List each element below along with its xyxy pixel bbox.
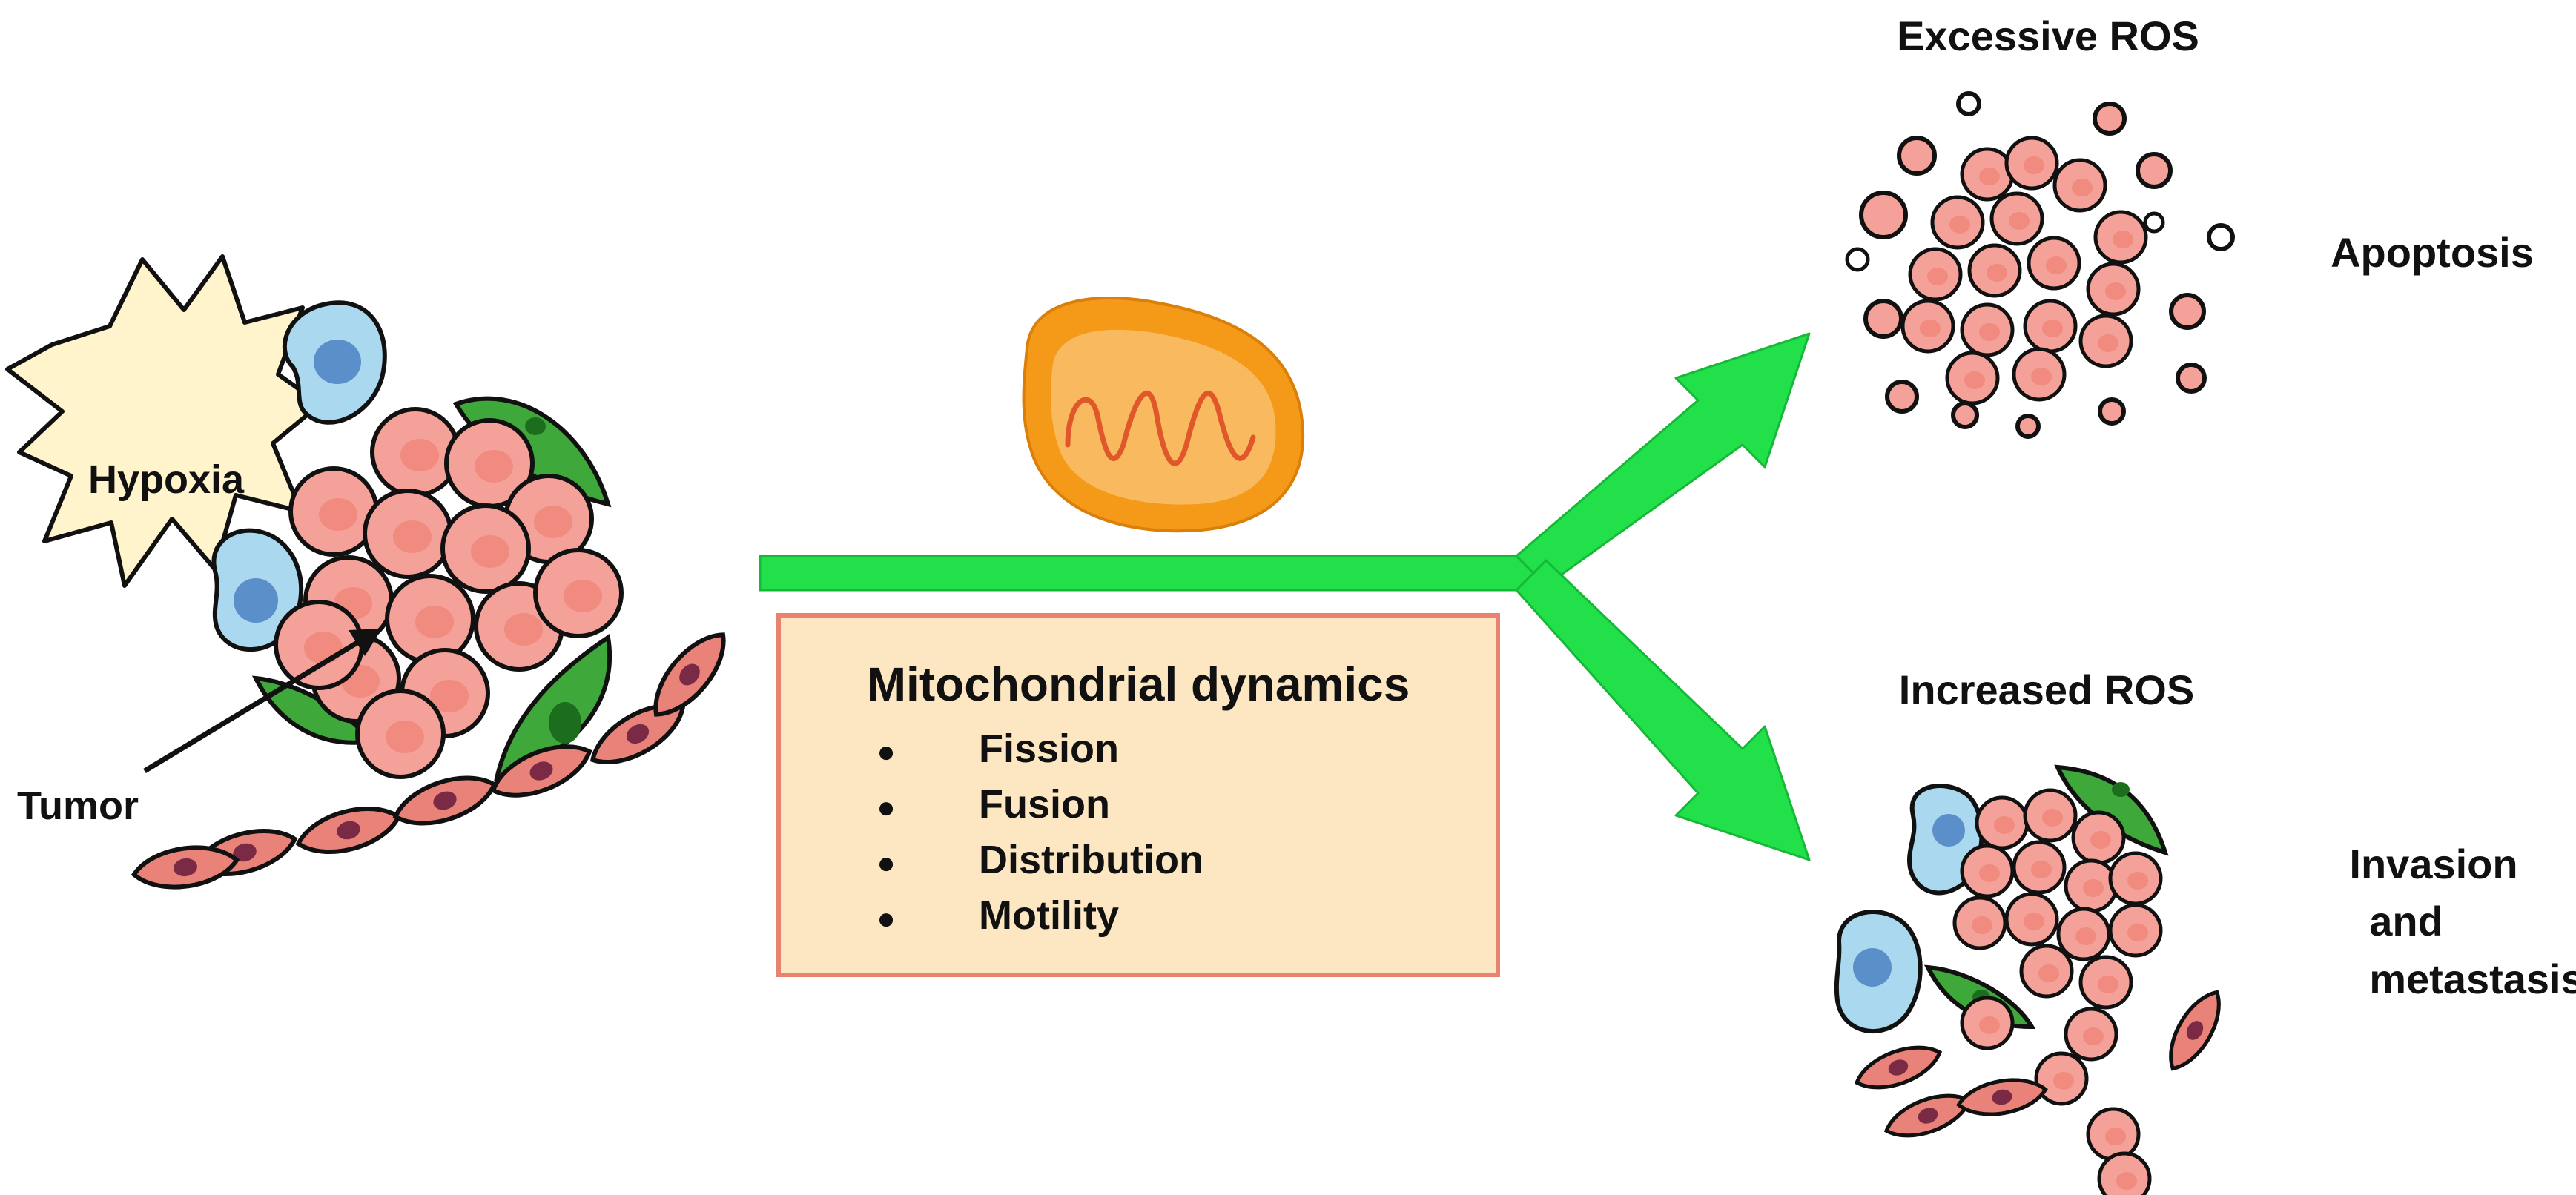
- bullet-icon: ●: [876, 734, 895, 769]
- immune-cell: [283, 300, 387, 425]
- apoptosis-outcome: Excessive ROS: [1845, 13, 2534, 439]
- hypoxia-burst-icon: [5, 254, 323, 588]
- tumor-microenvironment: Hypoxia: [5, 254, 738, 893]
- hypoxia-label: Hypoxia: [88, 457, 245, 502]
- increased-ros-label: Increased ROS: [1899, 666, 2194, 713]
- invasion-label-line2: and: [2369, 898, 2443, 944]
- bullet-icon: ●: [876, 901, 895, 936]
- leaf-cell: [2054, 764, 2169, 856]
- dynamics-item: Motility: [979, 893, 1119, 938]
- dynamics-item: Fusion: [979, 782, 1110, 827]
- tumor-pointer-line: [143, 637, 365, 773]
- invasion-label-line3: metastasis: [2369, 956, 2576, 1002]
- invasion-outcome: Increased ROS: [1834, 666, 2576, 1195]
- invasion-label-line1: Invasion: [2349, 841, 2517, 887]
- dynamics-item: Fission: [979, 726, 1119, 771]
- dynamics-title: Mitochondrial dynamics: [867, 658, 1410, 711]
- tumor-label: Tumor: [17, 784, 139, 828]
- branching-arrow: [759, 332, 1811, 861]
- dynamics-item: Distribution: [979, 838, 1203, 882]
- bullet-icon: ●: [876, 845, 895, 880]
- excessive-ros-label: Excessive ROS: [1897, 13, 2199, 59]
- bullet-icon: ●: [876, 790, 895, 824]
- tumor-pointer-arrowhead: [349, 629, 382, 656]
- mitochondrial-dynamics-box: Mitochondrial dynamics ● Fission ● Fusio…: [776, 613, 1500, 977]
- immune-cell: [1834, 910, 1923, 1033]
- apoptotic-fragments: [1845, 91, 2235, 439]
- apoptotic-cluster: [1903, 138, 2146, 403]
- mitochondrion-icon: [1022, 297, 1305, 533]
- apoptosis-label: Apoptosis: [2331, 229, 2534, 276]
